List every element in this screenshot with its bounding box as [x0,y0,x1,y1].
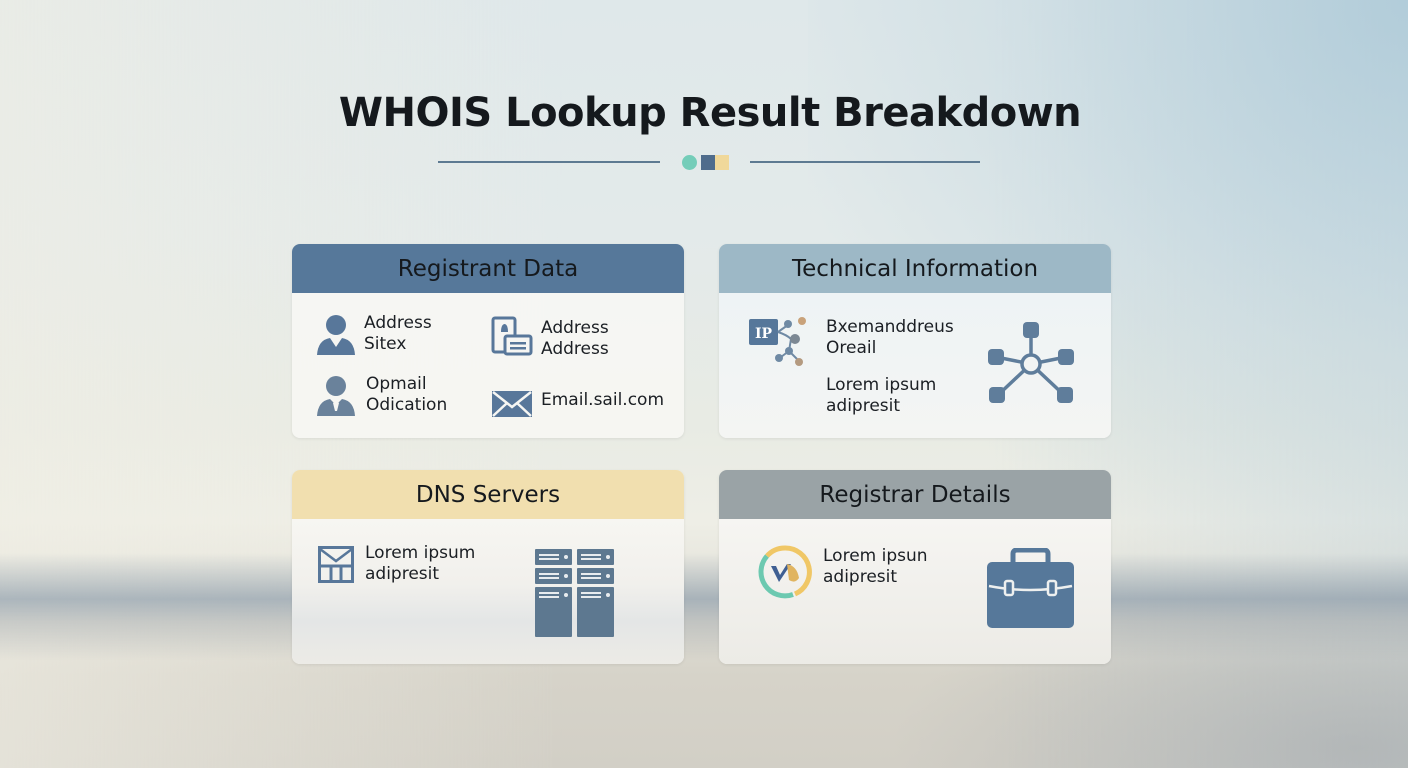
mail-grid-icon [318,546,354,583]
card-title: Registrar Details [819,481,1011,508]
card-body: Lorem ipsum adipresit [292,519,684,664]
network-hub-icon [988,322,1074,403]
card-registrar-details: Registrar Details Lorem ipsun adipresit [719,470,1111,664]
ip-network-icon: IP [749,317,806,366]
card-title: Technical Information [791,255,1039,282]
registrant-item-3: Opmail Odication [366,374,448,415]
card-header-dns: DNS Servers [292,470,684,519]
card-dns-servers: DNS Servers Lorem ipsum adipresit [292,470,684,664]
person-tie-icon [317,376,355,416]
registrar-item-1: Lorem ipsun adipresit [823,546,928,587]
decor-square-yellow [715,155,729,170]
registrar-logo-icon [758,545,812,599]
card-body: IP Bxemanddreus Oreail Lorem ipsum adipr… [719,293,1111,438]
card-header-technical: Technical Information [719,244,1111,293]
card-body: Lorem ipsun adipresit [719,519,1111,664]
card-technical-information: Technical Information IP Bxemanddreus Or… [719,244,1111,438]
person-icon [317,315,355,355]
decor-dot-teal [682,155,697,170]
dns-item-1: Lorem ipsum adipresit [365,543,476,584]
registrant-item-1: Address Sitex [364,313,432,354]
card-body: Address Sitex Address Address Opmail Odi… [292,293,684,438]
briefcase-icon [987,548,1074,628]
svg-text:IP: IP [755,326,773,342]
technical-item-2: Lorem ipsum adipresit [826,375,937,416]
title-divider-left [438,161,660,163]
card-title: DNS Servers [415,481,561,508]
id-card-icon [491,316,533,356]
card-header-registrant: Registrant Data [292,244,684,293]
server-rack-icon [535,549,614,637]
card-title: Registrant Data [397,255,579,282]
registrant-item-2: Address Address [541,318,609,359]
envelope-icon [492,391,532,417]
card-registrant-data: Registrant Data Address Sitex Address Ad… [292,244,684,438]
card-header-registrar: Registrar Details [719,470,1111,519]
page-title: WHOIS Lookup Result Breakdown [338,90,1082,136]
decor-square-blue [701,155,715,170]
registrant-item-4: Email.sail.com [541,390,665,410]
technical-item-1: Bxemanddreus Oreail [826,317,954,358]
title-divider-right [750,161,980,163]
